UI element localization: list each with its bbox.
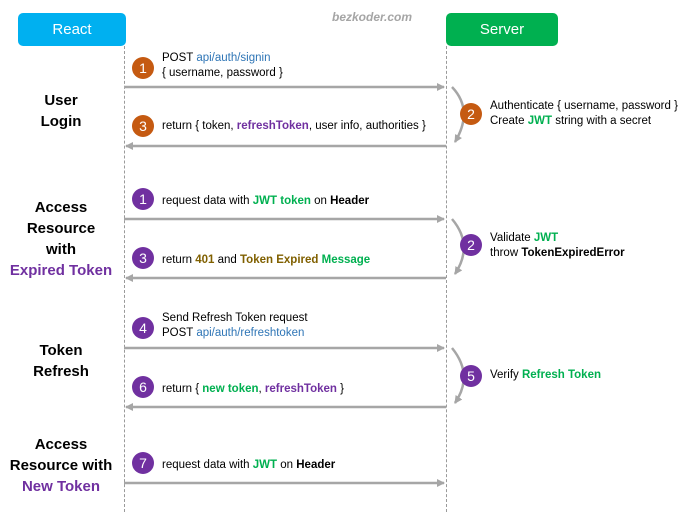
step-2b-text: Validate JWT throw TokenExpiredError xyxy=(490,232,625,259)
step-badge-6: 6 xyxy=(132,376,154,398)
step-3a-text: return { token, refreshToken, user info,… xyxy=(162,120,426,132)
step-badge-2a: 2 xyxy=(460,103,482,125)
section-line: with xyxy=(46,241,76,258)
section-line: Resource with xyxy=(9,457,113,474)
react-header-label: React xyxy=(52,21,92,38)
step-badge-2b: 2 xyxy=(460,234,482,256)
step-2a-text: Authenticate { username, password } Crea… xyxy=(490,100,678,127)
watermark: bezkoder.com xyxy=(332,10,413,24)
step-1b-text: request data with JWT token on Header xyxy=(162,195,370,207)
section-line: Access xyxy=(34,199,88,216)
react-header: React xyxy=(18,13,126,46)
step-badge-1b: 1 xyxy=(132,188,154,210)
refreshtoken-endpoint: api/auth/refreshtoken xyxy=(196,327,305,339)
step-5-text: Verify Refresh Token xyxy=(490,369,601,381)
react-lifeline xyxy=(124,46,125,512)
step-3b-text: return 401 and Token Expired Message xyxy=(162,254,371,266)
section-access-expired: Access Resource with Expired Token xyxy=(0,197,122,281)
signin-endpoint: api/auth/signin xyxy=(196,52,271,64)
section-access-new: Access Resource with New Token xyxy=(0,434,122,497)
section-line: Token xyxy=(39,342,83,359)
section-line: Login xyxy=(40,113,82,130)
section-line: User xyxy=(44,92,78,109)
section-line: Refresh xyxy=(33,363,89,380)
step-badge-1a: 1 xyxy=(132,57,154,79)
section-line: Expired Token xyxy=(9,262,113,279)
step-1a-text: POST api/auth/signin { username, passwor… xyxy=(162,52,283,79)
section-user-login: User Login xyxy=(0,90,122,132)
step-badge-3a: 3 xyxy=(132,115,154,137)
server-header-label: Server xyxy=(479,21,525,38)
section-line: New Token xyxy=(21,478,101,495)
step-6-text: return { new token, refreshToken } xyxy=(162,383,344,395)
step-badge-5: 5 xyxy=(460,365,482,387)
step-badge-7: 7 xyxy=(132,452,154,474)
server-lifeline xyxy=(446,46,447,512)
section-line: Resource xyxy=(26,220,96,237)
step-badge-3b: 3 xyxy=(132,247,154,269)
section-token-refresh: Token Refresh xyxy=(0,340,122,382)
step-7-text: request data with JWT on Header xyxy=(162,459,336,471)
step-badge-4: 4 xyxy=(132,317,154,339)
server-header: Server xyxy=(446,13,558,46)
section-line: Access xyxy=(34,436,88,453)
step-4-text: Send Refresh Token request POST api/auth… xyxy=(162,312,308,339)
